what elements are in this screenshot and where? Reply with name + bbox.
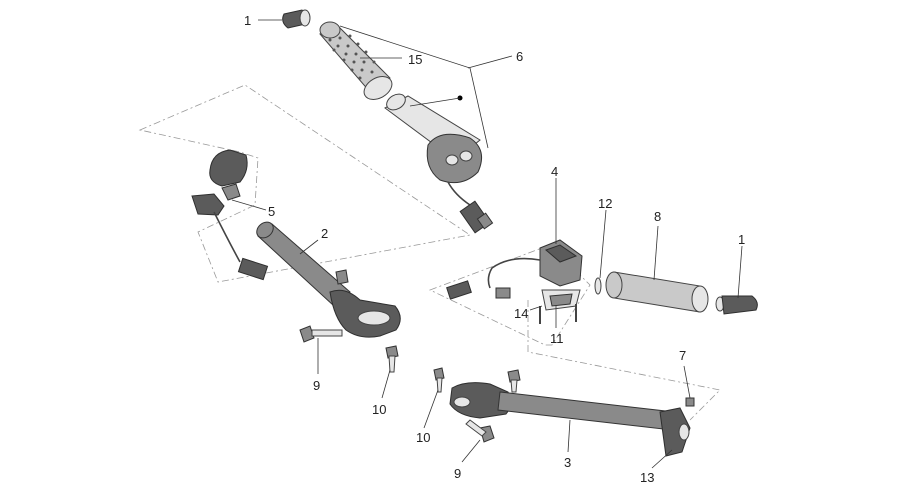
left-clip-on-handlebar — [256, 221, 401, 338]
screw-7 — [685, 397, 695, 407]
callout-9-right: 9 — [454, 466, 461, 481]
bolt-10-left — [385, 345, 399, 373]
bolt-10-right — [433, 367, 445, 393]
clamp-13 — [659, 407, 691, 457]
callout-7: 7 — [679, 348, 686, 363]
callout-1-top: 1 — [244, 13, 251, 28]
right-clip-on-handlebar — [449, 382, 682, 431]
callout-1-right: 1 — [738, 232, 745, 247]
callout-12: 12 — [598, 196, 612, 211]
callout-5: 5 — [268, 204, 275, 219]
callout-4: 4 — [551, 164, 558, 179]
callout-10-right: 10 — [416, 430, 430, 445]
right-switch-assembly — [446, 239, 583, 311]
left-switch-housing — [191, 149, 269, 281]
callout-9-left: 9 — [313, 378, 320, 393]
grip-rubber-left — [319, 21, 393, 100]
callout-8: 8 — [654, 209, 661, 224]
throttle-tube-assembly — [384, 93, 494, 234]
callout-13: 13 — [640, 470, 654, 485]
screws-14-11 — [539, 304, 577, 324]
grip-rubber-right — [605, 271, 709, 313]
group-outline-left-switch — [138, 84, 472, 283]
callout-6: 6 — [516, 49, 523, 64]
callout-15: 15 — [408, 52, 422, 67]
bar-end-weight-right — [715, 295, 758, 315]
group-outline-right-bar — [527, 300, 721, 421]
callout-14: 14 — [514, 306, 528, 321]
callout-3: 3 — [564, 455, 571, 470]
bolt-9-left — [299, 325, 343, 343]
callout-11: 11 — [550, 331, 564, 346]
group-outline-right-switch — [428, 244, 591, 346]
callout-2: 2 — [321, 226, 328, 241]
bar-end-weight-top — [282, 9, 311, 29]
leader-lines — [231, 19, 743, 469]
bolt-right-top — [507, 369, 521, 393]
bolt-9-right — [465, 419, 495, 443]
callout-10-left: 10 — [372, 402, 386, 417]
spacer-ring-12 — [594, 277, 602, 295]
